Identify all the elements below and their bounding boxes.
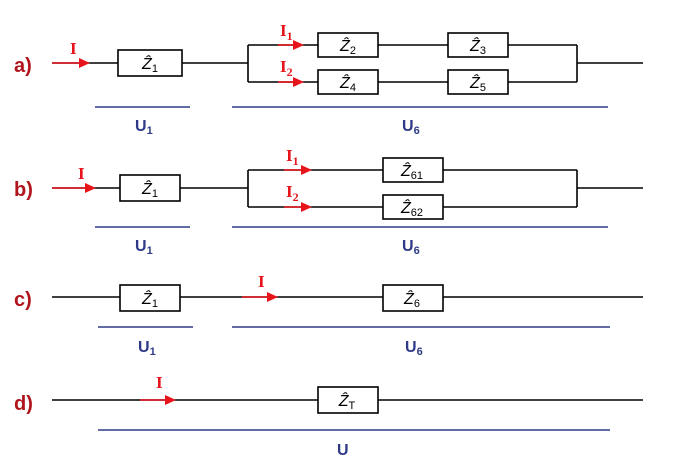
impedance-box-c-z6: [382, 284, 444, 312]
current-label-b: I: [78, 164, 85, 183]
impedance-box-c-z1: [119, 284, 181, 312]
current-label-d: I: [156, 373, 163, 392]
impedance-label-b-z61: Ẑ61: [400, 161, 423, 182]
voltage-label-c-u1: U1: [138, 339, 156, 358]
row-label-a: a): [14, 55, 32, 77]
voltage-label-c-u6: U6: [405, 339, 423, 358]
impedance-box-d-zt: [317, 386, 379, 414]
row-label-c: c): [14, 289, 32, 311]
impedance-label-a-z2: Ẑ2: [339, 36, 356, 57]
voltage-label-d-u: U: [337, 442, 349, 459]
voltage-label-b-u6: U6: [402, 238, 420, 257]
impedance-box-b-z1: [119, 174, 181, 202]
row-label-b: b): [14, 179, 33, 201]
impedance-label-b-z1: Ẑ1: [141, 179, 158, 200]
current-label-a-i1: I1: [280, 21, 293, 43]
current-label-a: I: [70, 39, 77, 58]
impedance-box-a-z4: [317, 69, 379, 95]
voltage-label-a-u1: U1: [135, 118, 153, 137]
current-arrowhead-b: [85, 183, 96, 193]
impedance-label-a-z5: Ẑ5: [469, 73, 486, 94]
row-d: d) I ẐT U: [14, 373, 643, 459]
current-label-a-i2: I2: [280, 57, 293, 79]
current-arrowhead-b-i2: [301, 202, 312, 212]
current-label-c: I: [258, 272, 265, 291]
row-label-d: d): [14, 393, 33, 415]
current-arrowhead-a-i2: [293, 77, 304, 87]
voltage-label-a-u6: U6: [402, 118, 420, 137]
impedance-label-d-zt: ẐT: [338, 391, 356, 412]
row-c: c) I Ẑ1 Ẑ6 U1 U6: [14, 272, 643, 358]
impedance-box-b-z61: [382, 157, 444, 183]
impedance-label-c-z6: Ẑ6: [403, 289, 420, 310]
impedance-box-a-z1: [117, 49, 183, 77]
current-arrowhead-b-i1: [301, 165, 312, 175]
current-arrowhead-a: [79, 58, 90, 68]
impedance-box-a-z3: [447, 32, 509, 58]
impedance-box-a-z5: [447, 69, 509, 95]
current-label-b-i1: I1: [286, 146, 299, 168]
impedance-label-b-z62: Ẑ62: [400, 198, 423, 219]
current-arrowhead-a-i1: [293, 40, 304, 50]
impedance-label-a-z1: Ẑ1: [141, 54, 158, 75]
current-arrowhead-c: [267, 292, 278, 302]
current-arrowhead-d: [165, 395, 176, 405]
current-label-b-i2: I2: [286, 182, 299, 204]
impedance-box-b-z62: [382, 194, 444, 220]
voltage-label-b-u1: U1: [135, 238, 153, 257]
impedance-box-a-z2: [317, 32, 379, 58]
impedance-label-c-z1: Ẑ1: [141, 289, 158, 310]
impedance-label-a-z4: Ẑ4: [339, 73, 356, 94]
row-b: b) I I1 I2 Ẑ1 Ẑ61 Ẑ62 U1 U6: [14, 146, 643, 257]
row-a: a) I I1 I2 Ẑ1 Ẑ2 Ẑ3 Ẑ4 Ẑ5: [14, 21, 643, 137]
impedance-label-a-z3: Ẑ3: [469, 36, 486, 57]
